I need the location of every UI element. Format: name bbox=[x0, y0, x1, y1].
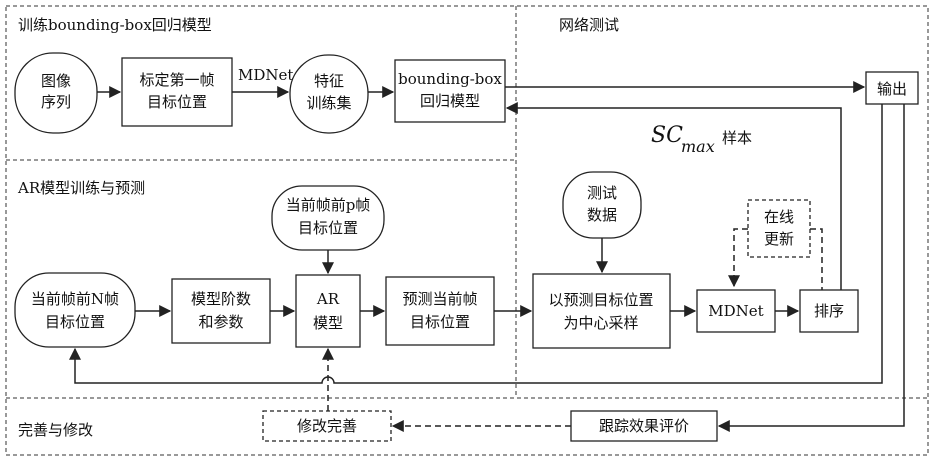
node-test-data: 测试 数据 bbox=[563, 172, 641, 238]
node-mark-first-line1: 标定第一帧 bbox=[139, 71, 214, 89]
node-predict-current-line2: 目标位置 bbox=[410, 313, 470, 331]
node-model-order: 模型阶数 和参数 bbox=[172, 279, 270, 343]
node-test-data-line2: 数据 bbox=[587, 206, 617, 224]
node-mark-first-line2: 目标位置 bbox=[147, 93, 207, 111]
node-bbox-model-line1: bounding-box bbox=[398, 70, 502, 88]
node-prev-n: 当前帧前N帧 目标位置 bbox=[15, 273, 135, 347]
node-mark-first: 标定第一帧 目标位置 bbox=[122, 58, 232, 126]
node-mdnet: MDNet bbox=[697, 290, 775, 332]
sc-max-symbol: SC bbox=[651, 123, 683, 148]
node-ar-model-line1: AR bbox=[316, 290, 340, 308]
node-output-label: 输出 bbox=[877, 80, 907, 98]
section-title-refine: 完善与修改 bbox=[18, 421, 93, 439]
node-track-eval: 跟踪效果评价 bbox=[571, 411, 717, 441]
node-image-seq-line2: 序列 bbox=[41, 93, 71, 111]
node-image-seq: 图像 序列 bbox=[15, 53, 97, 133]
section-title-ar-train: AR模型训练与预测 bbox=[17, 179, 145, 197]
edge-label-mdnet: MDNet bbox=[238, 66, 293, 84]
node-prev-p: 当前帧前p帧 目标位置 bbox=[272, 186, 384, 250]
node-prev-n-line2: 目标位置 bbox=[45, 313, 105, 331]
sc-max-label: SC max 样本 bbox=[651, 123, 752, 156]
node-predict-current: 预测当前帧 目标位置 bbox=[386, 277, 494, 345]
sc-max-subscript: max bbox=[681, 137, 715, 156]
node-online-update-line1: 在线 bbox=[764, 208, 794, 226]
section-title-train-bbox: 训练bounding-box回归模型 bbox=[18, 16, 212, 34]
sc-max-sample-word: 样本 bbox=[722, 129, 752, 147]
node-model-order-line1: 模型阶数 bbox=[191, 290, 251, 308]
node-bbox-model-line2: 回归模型 bbox=[420, 92, 480, 110]
node-prev-p-line2: 目标位置 bbox=[298, 219, 358, 237]
node-image-seq-line1: 图像 bbox=[41, 72, 71, 90]
node-online-update: 在线 更新 bbox=[748, 200, 810, 257]
edge-output-to-eval bbox=[719, 104, 904, 426]
node-sample-center: 以预测目标位置 为中心采样 bbox=[533, 274, 670, 348]
node-output: 输出 bbox=[866, 72, 918, 104]
node-feature-set-line1: 特征 bbox=[314, 72, 344, 90]
node-prev-p-line1: 当前帧前p帧 bbox=[286, 196, 371, 214]
node-sample-center-line1: 以预测目标位置 bbox=[548, 291, 653, 309]
edge-update-to-mdnet bbox=[734, 229, 748, 286]
node-modify: 修改完善 bbox=[263, 411, 391, 441]
section-title-network-test: 网络测试 bbox=[559, 16, 619, 34]
node-prev-n-line1: 当前帧前N帧 bbox=[31, 290, 119, 308]
node-feature-set-line2: 训练集 bbox=[306, 94, 351, 112]
node-model-order-line2: 和参数 bbox=[198, 313, 243, 331]
node-test-data-line1: 测试 bbox=[587, 184, 617, 202]
node-sort-label: 排序 bbox=[814, 302, 844, 320]
node-bbox-model: bounding-box 回归模型 bbox=[395, 60, 505, 122]
node-mdnet-label: MDNet bbox=[708, 302, 763, 320]
node-ar-model: AR 模型 bbox=[296, 275, 360, 347]
node-ar-model-line2: 模型 bbox=[313, 314, 343, 332]
edge-sort-to-update bbox=[810, 229, 822, 290]
node-sample-center-line2: 为中心采样 bbox=[563, 314, 638, 332]
node-feature-set: 特征 训练集 bbox=[290, 55, 368, 133]
node-track-eval-label: 跟踪效果评价 bbox=[599, 417, 689, 435]
node-modify-label: 修改完善 bbox=[297, 417, 357, 435]
node-online-update-line2: 更新 bbox=[764, 230, 794, 248]
node-predict-current-line1: 预测当前帧 bbox=[402, 290, 477, 308]
node-sort: 排序 bbox=[800, 290, 858, 332]
